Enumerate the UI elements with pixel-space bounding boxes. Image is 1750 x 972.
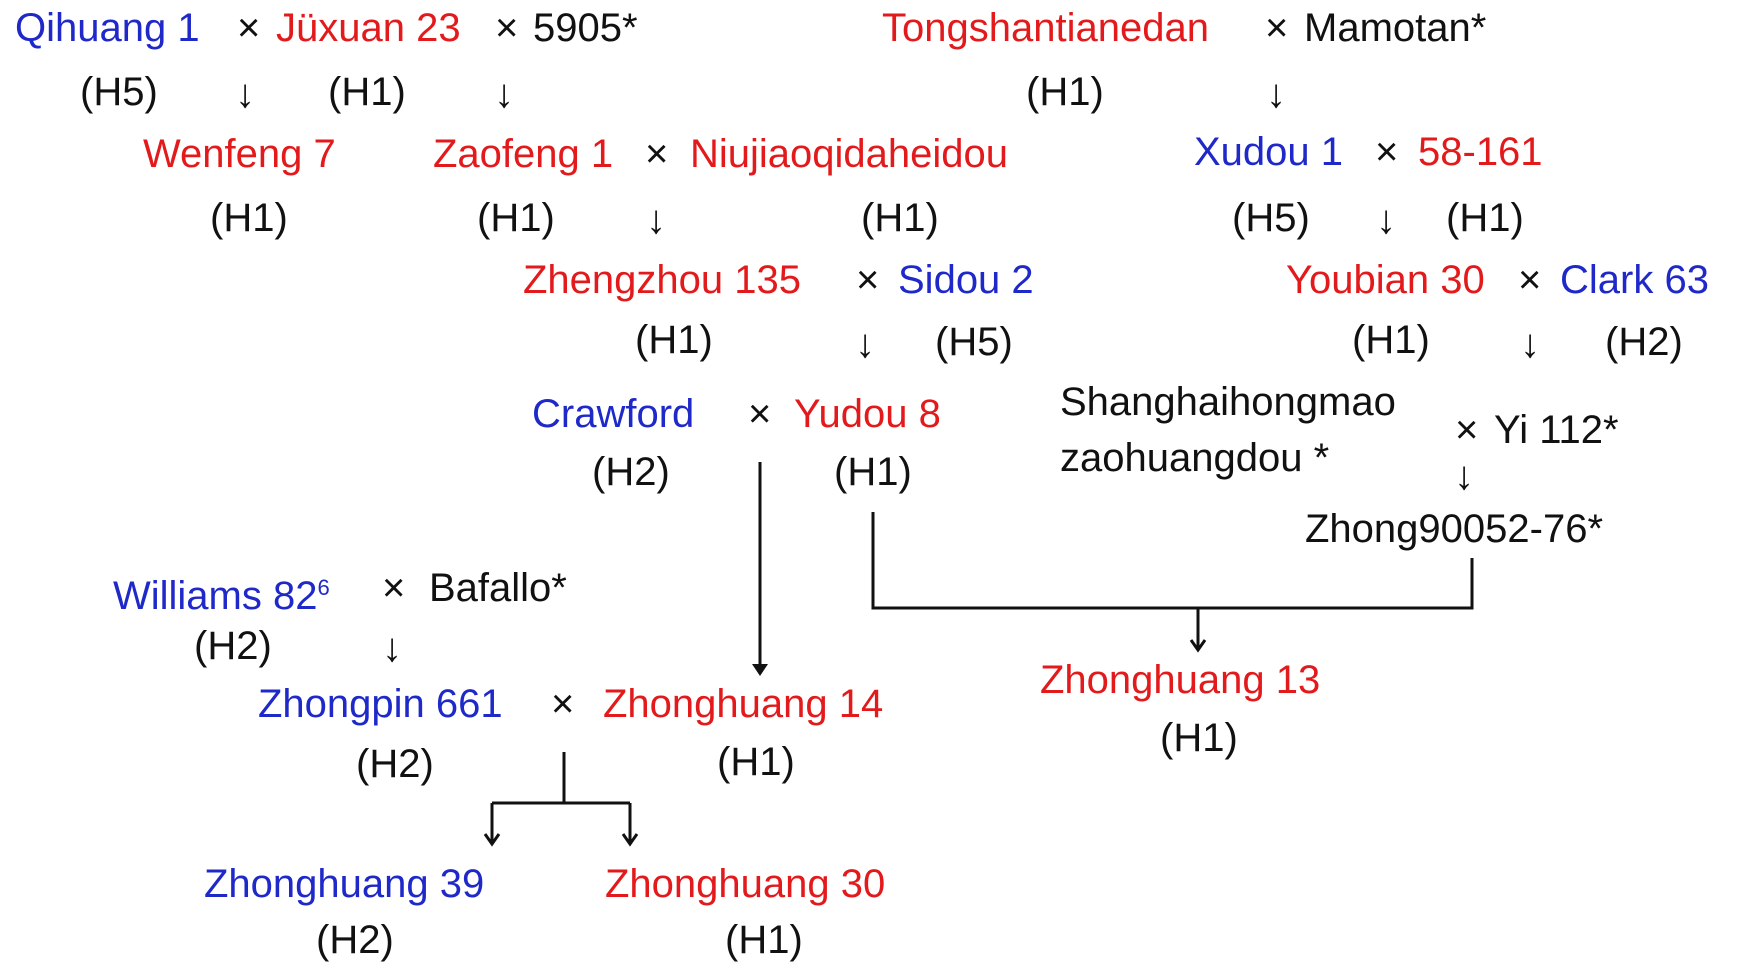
arrowhead xyxy=(483,833,501,847)
haplotype-label: (H1) xyxy=(328,70,406,114)
haplotype-label: (H1) xyxy=(861,196,939,240)
cultivar-zhengzhou-135: Zhengzhou 135 xyxy=(523,258,802,302)
down-arrow-icon: ↓ xyxy=(1266,72,1286,116)
cultivar-juxuan-23: Jüxuan 23 xyxy=(276,6,461,50)
cross-symbol: × xyxy=(1518,258,1542,302)
haplotype-label: (H1) xyxy=(725,918,803,962)
backcross-superscript: 6 xyxy=(317,575,330,600)
haplotype-label: (H1) xyxy=(834,450,912,494)
cross-symbol: × xyxy=(748,392,772,436)
cultivar-mamotan: Mamotan* xyxy=(1304,6,1487,50)
cultivar-youbian-30: Youbian 30 xyxy=(1286,258,1485,302)
cultivar-xudou-1: Xudou 1 xyxy=(1194,130,1344,174)
haplotype-label: (H1) xyxy=(717,740,795,784)
cross-symbol: × xyxy=(237,6,261,50)
haplotype-label: (H2) xyxy=(194,624,272,668)
haplotype-label: (H5) xyxy=(1232,196,1310,240)
cultivar-tongshantianedan: Tongshantianedan xyxy=(882,6,1209,50)
haplotype-label: (H2) xyxy=(1605,320,1683,364)
cultivar-zhong90052-76: Zhong90052-76* xyxy=(1305,507,1604,551)
haplotype-label: (H2) xyxy=(592,450,670,494)
haplotype-label: (H1) xyxy=(1026,70,1104,114)
cultivar-label: Williams 82 xyxy=(113,574,318,618)
haplotype-label: (H1) xyxy=(1352,318,1430,362)
cultivar-wenfeng-7: Wenfeng 7 xyxy=(143,132,336,176)
haplotype-label: (H2) xyxy=(316,918,394,962)
cultivar-sidou-2: Sidou 2 xyxy=(898,258,1034,302)
cross-symbol: × xyxy=(645,132,669,176)
cultivar-williams-82: Williams 826 xyxy=(113,566,330,618)
haplotype-label: (H1) xyxy=(477,196,555,240)
cross-symbol: × xyxy=(495,6,519,50)
cultivar-niujiaoqidaheidou: Niujiaoqidaheidou xyxy=(690,132,1009,176)
cultivar-shanghaihongmao-line2: zaohuangdou * xyxy=(1060,436,1330,480)
haplotype-label: (H1) xyxy=(210,196,288,240)
haplotype-label: (H5) xyxy=(935,320,1013,364)
cultivar-zhonghuang-30: Zhonghuang 30 xyxy=(605,862,886,906)
cultivar-zhonghuang-13: Zhonghuang 13 xyxy=(1040,658,1321,702)
cross-symbol: × xyxy=(1265,6,1289,50)
cultivar-yudou-8: Yudou 8 xyxy=(794,392,941,436)
arrowhead xyxy=(1189,639,1207,653)
down-arrow-icon: ↓ xyxy=(235,72,255,116)
down-arrow-icon: ↓ xyxy=(1376,198,1396,242)
cross-symbol: × xyxy=(856,258,880,302)
down-arrow-icon: ↓ xyxy=(494,72,514,116)
cultivar-clark-63: Clark 63 xyxy=(1560,258,1709,302)
cultivar-shanghaihongmao-line1: Shanghaihongmao xyxy=(1060,380,1396,424)
haplotype-label: (H1) xyxy=(635,318,713,362)
haplotype-label: (H2) xyxy=(356,742,434,786)
cultivar-zhonghuang-39: Zhonghuang 39 xyxy=(204,862,485,906)
cultivar-zhonghuang-14: Zhonghuang 14 xyxy=(603,682,884,726)
cultivar-zhongpin-661: Zhongpin 661 xyxy=(258,682,503,726)
cultivar-5905: 5905* xyxy=(533,6,638,50)
cross-symbol: × xyxy=(551,682,575,726)
cross-symbol: × xyxy=(1455,408,1479,452)
cross-symbol: × xyxy=(1375,130,1399,174)
cross-symbol: × xyxy=(382,566,406,610)
haplotype-label: (H5) xyxy=(80,70,158,114)
arrowhead xyxy=(621,833,639,847)
down-arrow-icon: ↓ xyxy=(1520,322,1540,366)
cultivar-bafallo: Bafallo* xyxy=(429,566,567,610)
down-arrow-icon: ↓ xyxy=(855,322,875,366)
down-arrow-icon: ↓ xyxy=(382,626,402,670)
cultivar-zaofeng-1: Zaofeng 1 xyxy=(433,132,614,176)
connector-line xyxy=(871,512,1474,610)
down-arrow-icon: ↓ xyxy=(1454,454,1474,498)
cultivar-58-161: 58-161 xyxy=(1418,130,1543,174)
cultivar-crawford: Crawford xyxy=(532,392,695,436)
haplotype-label: (H1) xyxy=(1446,196,1524,240)
cultivar-qihuang-1: Qihuang 1 xyxy=(15,6,200,50)
haplotype-label: (H1) xyxy=(1160,716,1238,760)
arrowhead xyxy=(752,664,768,676)
cultivar-yi-112: Yi 112* xyxy=(1494,408,1619,452)
down-arrow-icon: ↓ xyxy=(646,198,666,242)
